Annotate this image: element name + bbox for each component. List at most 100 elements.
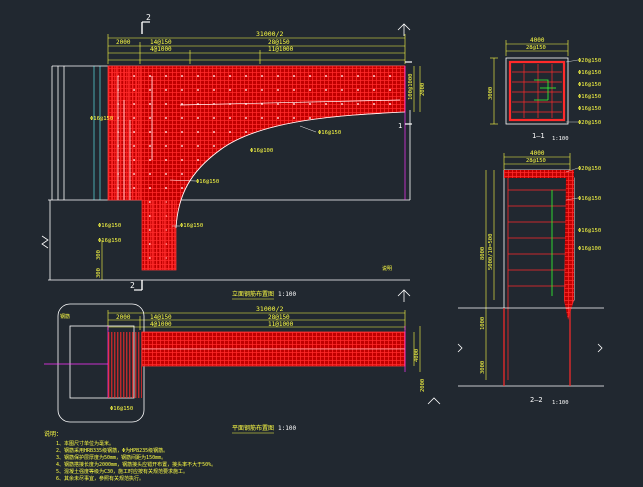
elevation-drawing: 31000/2 2000 14@150 28@150 4@1000 11@100… [41,13,426,300]
section22-dims [485,153,571,380]
elevation-north-marker [397,23,411,36]
note-line-6: 6、其余未尽事宜，参照有关规范执行。 [56,475,144,482]
section22-outline-right [504,169,575,380]
elevation-title: 立面钢筋布置图 [232,290,274,298]
section-2-2: 4000 28@150 8000 5000/10=500 1000 3000 [457,150,604,406]
section22-dim-top: 4000 [530,150,545,157]
section22-dim-sub: 28@150 [526,158,546,164]
svg-text:Φ16@100: Φ16@100 [578,246,601,252]
elevation-dim-c: 4@1000 [150,46,172,53]
svg-text:Φ16@150: Φ16@150 [578,82,601,88]
note-line-4: 4、钢筋搭接长度为2000mm，钢筋接头应错开布置，接头率不大于50%。 [56,461,216,468]
elevation-bottom-dim-2: 300 [96,250,102,260]
svg-text:Φ20@150: Φ20@150 [578,58,601,64]
section11-title: 1—1 [532,132,545,140]
elevation-scale: 1:100 [278,291,296,298]
section11-outline [505,57,569,125]
section11-leaders [565,59,579,123]
plan-column-bars [108,332,142,398]
section22-dim-left-2: 5000/10=500 [488,234,494,270]
section22-dim-bottom-2: 3000 [480,361,486,374]
section22-bars [507,178,566,380]
section11-scale: 1:100 [552,136,569,142]
section11-stirrup [508,60,566,122]
plan-dim-total: 31000/2 [256,305,283,313]
svg-text:Φ16@150: Φ16@150 [578,106,601,112]
notes-heading: 说明： [44,430,62,438]
plan-dim-c: 4@1000 [150,321,172,328]
section11-dim-sub: 28@150 [526,45,546,51]
section11-callouts: Φ20@150 Φ16@150 Φ16@150 Φ16@150 Φ16@150 … [578,58,601,126]
callout-5: Φ16@150 [180,223,203,229]
elevation-right-dim-2: 2000 [420,83,426,96]
svg-text:2: 2 [130,281,135,290]
svg-text:Φ16@150: Φ16@150 [578,94,601,100]
section22-side-bars [564,178,574,320]
elevation-right-dim-1: 100@1000 [408,74,414,101]
callout-1: Φ16@150 [90,116,113,122]
svg-text:2: 2 [146,13,151,22]
note-line-5: 5、混凝土强度等级为C30，施工时应按有关规范要求施工。 [56,468,188,475]
elevation-inner-lines [117,76,401,200]
section11-bars [512,64,562,118]
plan-title: 平面钢筋布置图 [232,424,274,432]
callout-6: Φ16@150 [98,223,121,229]
section-1-label: 1 [398,122,402,130]
note-line-2: 2、钢筋采用HRB335级钢筋，Φ为HPB235级钢筋。 [56,447,168,454]
svg-text:Φ16@150: Φ16@150 [578,196,601,202]
callout-7: Φ16@150 [98,238,121,244]
elevation-dim-d: 11@1000 [268,46,294,53]
elevation-dim-b: 28@150 [268,39,290,46]
elevation-dim-total: 31000/2 [256,30,283,38]
svg-text:Φ20@150: Φ20@150 [578,120,601,126]
callout-2: Φ16@150 [318,130,341,136]
notes: 说明： 1、本图尺寸单位为毫米。 2、钢筋采用HRB335级钢筋，Φ为HPB23… [44,430,216,482]
elevation-dim-left: 2000 [116,39,131,46]
section22-scale: 1:100 [552,400,569,406]
section-1-1: 4000 28@150 3000 Φ20@150 Φ16@150 Φ16@150… [488,37,601,142]
elevation-column-bars [108,66,142,200]
plan-right-dim-1: 4000 [414,349,420,362]
section-mark-1 [405,61,412,125]
note-line-3: 3、钢筋保护层厚度为50mm，钢筋间距为150mm。 [56,454,166,461]
section22-dim-bottom-1: 1000 [480,317,486,330]
elevation-pile-bars [142,200,176,270]
plan-dim-b: 28@150 [268,314,290,321]
section22-top-bars [504,170,574,178]
plan-scale: 1:100 [278,425,296,432]
section11-dim-left: 3000 [488,87,494,100]
elevation-dim-a: 14@150 [150,39,172,46]
callout-4: Φ16@150 [196,179,219,185]
section-mark-2-top: 2 [141,13,151,34]
elevation-left-ticks [93,66,101,200]
section11-dim-top: 4000 [530,37,545,44]
plan-right-dims [413,326,421,372]
elevation-bottom-dim-1: 300 [96,268,102,278]
svg-text:Φ20@150: Φ20@150 [578,166,601,172]
elevation-small-tag: 说明 [382,265,392,272]
section22-dim-left-1: 8000 [480,247,486,260]
callout-3: Φ16@100 [250,148,273,154]
note-line-1: 1、本图尺寸单位为毫米。 [56,440,114,447]
plan-drawing: 31000/2 2000 14@150 28@150 4@1000 11@100… [44,23,441,434]
elevation-right-dimensions [413,66,421,112]
svg-text:Φ16@150: Φ16@150 [578,228,601,234]
section11-dims [490,40,569,125]
plan-dim-a: 14@150 [150,314,172,321]
plan-dim-d: 11@1000 [268,321,294,328]
haunch-edge [175,111,406,229]
plan-north-marker [397,289,411,302]
svg-text:Φ16@150: Φ16@150 [578,70,601,76]
plan-side-tag: 钢筋 [60,313,70,320]
section22-leaders [565,167,579,201]
elevation-callouts: Φ16@150 Φ16@150 Φ16@100 Φ16@150 Φ16@150 … [90,116,341,244]
elevation-top-dimensions [107,34,406,64]
plan-callout: Φ16@150 [110,406,133,412]
section22-title: 2—2 [530,396,543,404]
elevation-leaders [169,125,317,227]
plan-right-dim-2: 2000 [420,379,426,392]
section11-links [534,79,556,101]
plan-dim-left: 2000 [116,314,131,321]
section-mark-2-bottom: 2 [130,280,143,291]
